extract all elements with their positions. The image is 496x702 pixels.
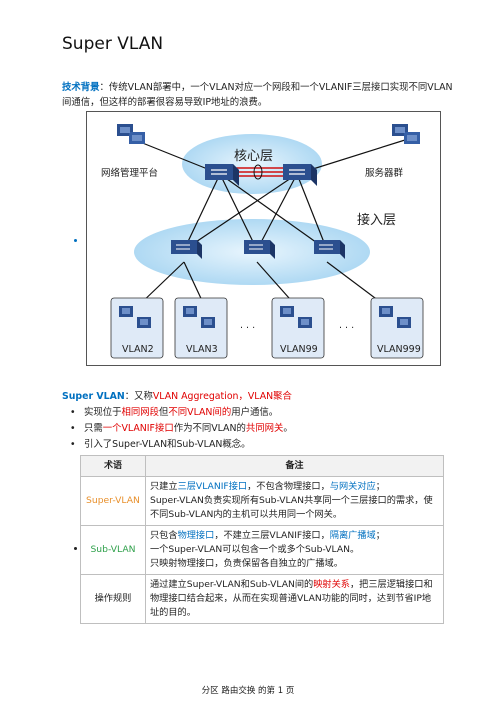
note-cell: 只建立三层VLANIF接口，不包含物理接口，与网关对应； Super-VLAN负… <box>145 476 444 526</box>
list-item: 实现位于相同网段但不同VLAN间的用户通信。 <box>70 405 293 421</box>
background-label: 技术背景 <box>62 82 100 93</box>
header-term: 术语 <box>80 455 146 477</box>
table-row: Super-VLAN 只建立三层VLANIF接口，不包含物理接口，与网关对应； … <box>80 476 444 526</box>
note-cell: 只包含物理接口，不建立三层VLANIF接口，隔离广播域； 一个Super-VLA… <box>145 525 444 575</box>
core-switch-left <box>205 164 239 186</box>
supervlan-label: Super VLAN <box>62 391 125 402</box>
list-item: 只需一个VLANIF接口作为不同VLAN的共同网关。 <box>70 421 293 437</box>
access-switch-3 <box>314 240 345 259</box>
access-layer-label: 接入层 <box>357 213 397 228</box>
feature-list: 实现位于相同网段但不同VLAN间的用户通信。 只需一个VLANIF接口作为不同V… <box>70 405 293 453</box>
server-group-icon <box>392 124 420 144</box>
header-note: 备注 <box>145 455 444 477</box>
ellipsis-2: . . . <box>339 320 355 331</box>
diagram-svg <box>110 124 424 359</box>
core-switch-right <box>283 164 317 186</box>
vlan2-label: VLAN2 <box>122 344 154 355</box>
background-text: 传统VLAN部署中，一个VLAN对应一个网段和一个VLANIF三层接口实现不同V… <box>62 82 453 108</box>
nms-label: 网络管理平台 <box>101 168 159 179</box>
access-switch-2 <box>244 240 275 259</box>
nms-pc-icon <box>117 124 145 144</box>
vlan3-label: VLAN3 <box>186 344 218 355</box>
supervlan-aka: VLAN Aggregation，VLAN聚合 <box>152 391 292 402</box>
background-paragraph: 技术背景：传统VLAN部署中，一个VLAN对应一个网段和一个VLANIF三层接口… <box>62 82 453 108</box>
access-switch-1 <box>171 240 202 259</box>
bullet-dot <box>74 547 77 550</box>
network-diagram: 核心层 接入层 网络管理平台 服务器群 VLAN2 VLAN3 VLAN99 V… <box>86 111 441 366</box>
term-cell: Super-VLAN <box>80 476 146 526</box>
term-cell: 操作规则 <box>80 574 146 624</box>
terms-table: 术语 备注 Super-VLAN 只建立三层VLANIF接口，不包含物理接口，与… <box>80 455 444 624</box>
page-footer: 分区 路由交换 的第 1 页 <box>201 686 295 696</box>
ellipsis-1: . . . <box>240 320 256 331</box>
table-row: Sub-VLAN 只包含物理接口，不建立三层VLANIF接口，隔离广播域； 一个… <box>80 525 444 575</box>
server-label: 服务器群 <box>365 168 404 179</box>
page-title: Super VLAN <box>62 34 164 54</box>
list-item: 引入了Super-VLAN和Sub-VLAN概念。 <box>70 437 293 453</box>
bullet-dot <box>74 239 77 242</box>
core-layer-label: 核心层 <box>234 149 274 164</box>
table-row: 操作规则 通过建立Super-VLAN和Sub-VLAN间的映射关系，把三层逻辑… <box>80 574 444 624</box>
table-header-row: 术语 备注 <box>80 455 444 477</box>
term-cell: Sub-VLAN <box>80 525 146 575</box>
vlan99-label: VLAN99 <box>280 344 318 355</box>
note-cell: 通过建立Super-VLAN和Sub-VLAN间的映射关系，把三层逻辑接口和物理… <box>145 574 444 624</box>
supervlan-definition: Super VLAN：又称VLAN Aggregation，VLAN聚合 <box>62 391 292 402</box>
vlan999-label: VLAN999 <box>377 344 421 355</box>
